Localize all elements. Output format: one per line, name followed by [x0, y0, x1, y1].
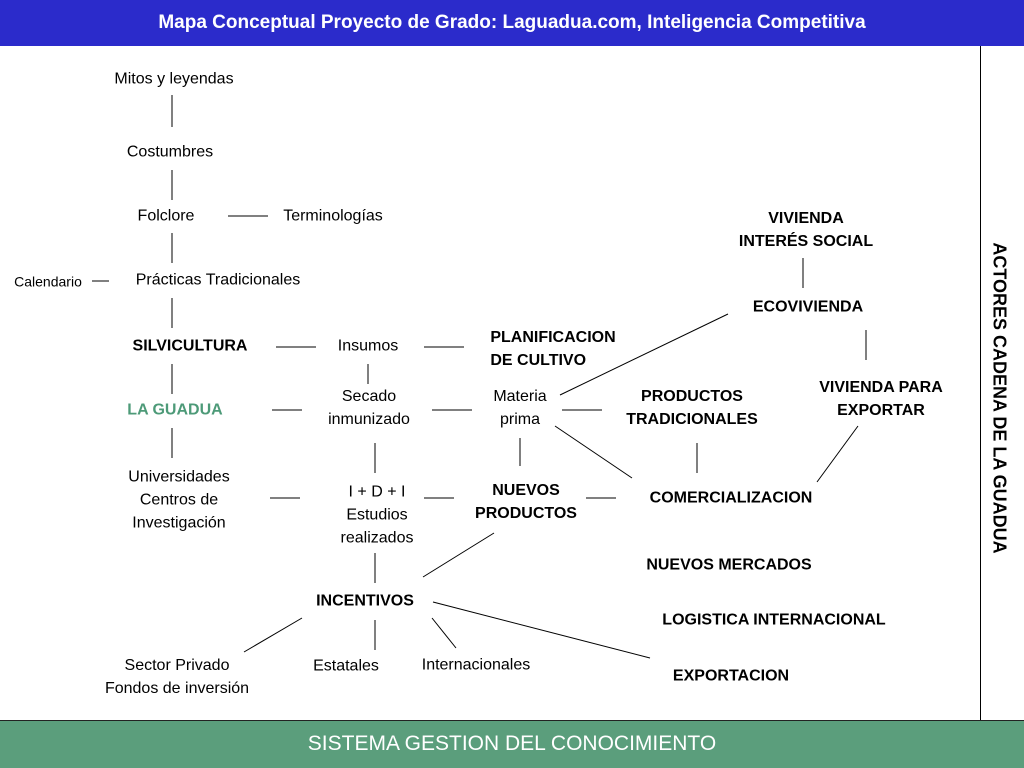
line-incentivos-sectorprivado [243, 617, 303, 653]
line-materia-ecovivienda [559, 313, 729, 396]
node-costumbres: Costumbres [126, 143, 214, 161]
node-mitos-y-leyendas: Mitos y leyendas [114, 70, 234, 88]
line-incentivos-internacionales [431, 617, 457, 649]
node-universidades: Universidades Centros de Investigación [128, 468, 230, 532]
node-ecovivienda: ECOVIVIENDA [752, 298, 864, 316]
node-idi-estudios: I + D + I Estudios realizados [340, 483, 414, 547]
node-insumos: Insumos [337, 337, 399, 355]
node-terminologias: Terminologías [283, 207, 383, 225]
node-logistica-internacional: LOGISTICA INTERNACIONAL [662, 611, 886, 629]
node-secado-inmunizado: Secado inmunizado [328, 388, 410, 428]
node-nuevos-mercados: NUEVOS MERCADOS [646, 556, 812, 574]
node-productos-tradicionales: PRODUCTOS TRADICIONALES [626, 388, 758, 428]
node-comercializacion: COMERCIALIZACION [649, 489, 813, 507]
node-la-guadua: LA GUADUA [127, 401, 223, 419]
node-vivienda-para-exportar: VIVIENDA PARA EXPORTAR [819, 379, 943, 419]
line-materia-comercializacion [554, 425, 633, 479]
node-materia-prima: Materia prima [493, 388, 547, 428]
node-exportacion: EXPORTACION [672, 667, 790, 685]
node-incentivos: INCENTIVOS [316, 592, 414, 610]
line-incentivos-exportacion [432, 601, 651, 659]
header-title: Mapa Conceptual Proyecto de Grado: Lagua… [0, 0, 1024, 46]
node-silvicultura: SILVICULTURA [132, 337, 248, 355]
footer-banner: SISTEMA GESTION DEL CONOCIMIENTO [0, 720, 1024, 768]
side-panel [980, 46, 1024, 720]
node-calendario: Calendario [14, 273, 82, 290]
node-estatales: Estatales [313, 657, 379, 675]
line-nuevosproductos-incentivos [422, 532, 495, 578]
line-viviendaexportar-comercializacion [816, 425, 859, 483]
node-nuevos-productos: NUEVOS PRODUCTOS [475, 482, 577, 522]
node-sector-privado: Sector Privado Fondos de inversión [104, 657, 250, 697]
node-vivienda-interes-social: VIVIENDA INTERÉS SOCIAL [738, 210, 874, 250]
node-internacionales: Internacionales [421, 656, 531, 674]
node-folclore: Folclore [137, 207, 195, 225]
node-practicas-tradicionales: Prácticas Tradicionales [135, 271, 301, 289]
node-planificacion-de-cultivo: PLANIFICACION DE CULTIVO [490, 329, 616, 369]
